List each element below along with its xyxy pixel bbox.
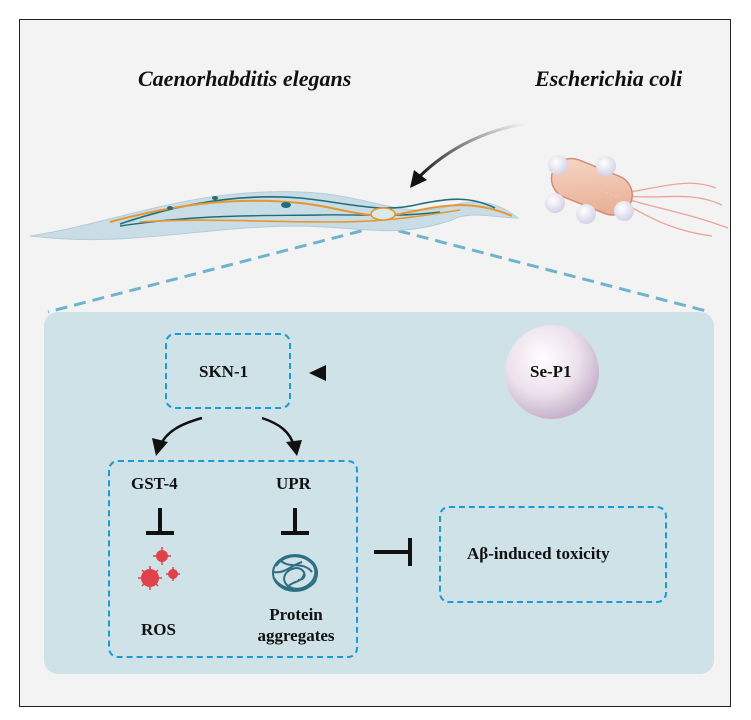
protein-aggregates-line1: Protein — [269, 605, 323, 624]
gst4-label: GST-4 — [131, 474, 178, 493]
bacterium-illustration — [545, 155, 729, 237]
protein-aggregate-icon — [272, 554, 318, 592]
se-p1-label: Se-P1 — [530, 362, 572, 381]
feeding-arrow — [410, 122, 525, 188]
skn1-branch-arrows — [152, 416, 302, 456]
upr-label: UPR — [276, 474, 311, 493]
toxicity-box — [439, 506, 667, 603]
se-p1-sphere — [505, 325, 599, 419]
protein-aggregates-label: Protein aggregates — [246, 604, 346, 646]
downstream-effects-box — [108, 460, 358, 658]
inhibits-toxicity-symbol — [374, 538, 412, 566]
protein-aggregates-line2: aggregates — [257, 626, 335, 645]
se-p1-to-skn1-arrow — [309, 365, 492, 381]
upr-inhibits-aggregates — [281, 508, 309, 535]
worm-species-label: Caenorhabditis elegans — [138, 66, 352, 91]
skn1-label: SKN-1 — [199, 362, 249, 381]
worm-illustration — [29, 191, 520, 241]
bacterium-species-label: Escherichia coli — [535, 66, 683, 91]
ros-particles — [138, 547, 180, 590]
zoom-guide-lines — [47, 224, 711, 314]
ros-label: ROS — [141, 620, 176, 639]
skn1-box — [165, 333, 291, 409]
toxicity-label: Aβ-induced toxicity — [467, 544, 610, 563]
gst4-inhibits-ros — [146, 508, 174, 535]
